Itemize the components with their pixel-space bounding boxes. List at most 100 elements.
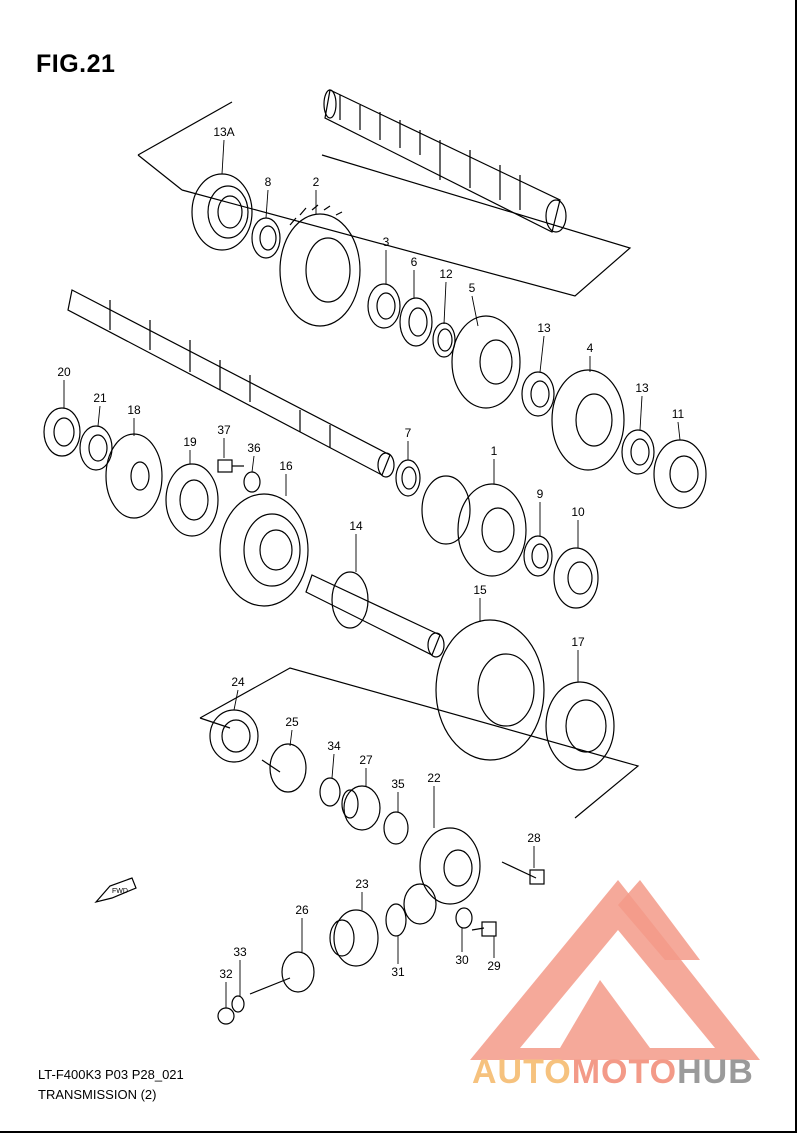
part-callout-3: 3 xyxy=(383,235,390,249)
bushing-3 xyxy=(367,283,401,329)
watermark-logo xyxy=(470,880,760,1060)
part-callout-37: 37 xyxy=(217,423,231,437)
gear-4 xyxy=(551,369,625,471)
bearing-13a xyxy=(191,173,253,251)
plate-19 xyxy=(165,463,219,537)
countershaft xyxy=(323,89,567,233)
part-callout-30: 30 xyxy=(455,953,469,967)
figure-title: FIG.21 xyxy=(36,50,116,78)
part-callout-8: 8 xyxy=(265,175,272,189)
part-callout-24: 24 xyxy=(231,675,245,689)
part-callout-13a: 13A xyxy=(213,125,234,139)
gear-5 xyxy=(451,315,521,409)
part-callout-33: 33 xyxy=(233,945,247,959)
part-callout-19: 19 xyxy=(183,435,197,449)
bearing-17 xyxy=(545,681,615,771)
bushing-27 xyxy=(341,785,381,831)
o-ring-31 xyxy=(385,903,407,937)
washer-13-a xyxy=(521,371,555,417)
circlip-12 xyxy=(432,322,456,358)
bolt-37 xyxy=(217,459,244,473)
part-callout-4: 4 xyxy=(587,341,594,355)
washer-36 xyxy=(243,471,261,493)
diagram-title: TRANSMISSION (2) xyxy=(38,1087,157,1102)
part-callout-17: 17 xyxy=(571,635,585,649)
callout-leader xyxy=(289,729,293,747)
callout-leader xyxy=(97,405,101,427)
washer-9 xyxy=(523,535,553,577)
part-callout-25: 25 xyxy=(285,715,299,729)
part-callout-31: 31 xyxy=(391,965,405,979)
part-callout-6: 6 xyxy=(411,255,418,269)
callout-leader xyxy=(639,395,643,431)
shaft-14 xyxy=(305,571,445,658)
washer-13-b xyxy=(621,429,655,475)
part-callout-15: 15 xyxy=(473,583,487,597)
part-callout-35: 35 xyxy=(391,777,405,791)
washer-33 xyxy=(231,995,245,1013)
lock-washer-6 xyxy=(399,297,433,347)
washer-7 xyxy=(395,459,421,497)
part-callout-2: 2 xyxy=(313,175,320,189)
bearing-11 xyxy=(653,439,707,509)
part-callout-26: 26 xyxy=(295,903,309,917)
gear-26 xyxy=(249,951,315,995)
callout-leader xyxy=(471,295,479,327)
part-callout-7: 7 xyxy=(405,426,412,440)
circlip-32 xyxy=(217,1007,235,1025)
bolt-29 xyxy=(471,921,497,937)
gear-25 xyxy=(261,743,307,793)
part-callout-32: 32 xyxy=(219,967,233,981)
part-callout-12: 12 xyxy=(439,267,453,281)
part-callout-18: 18 xyxy=(127,403,141,417)
driveshaft xyxy=(67,289,395,478)
callout-leader xyxy=(677,421,681,441)
gear-18 xyxy=(105,433,163,519)
bushing-23 xyxy=(329,909,379,967)
part-callout-22: 22 xyxy=(427,771,441,785)
washer-21 xyxy=(79,425,113,471)
washer-30 xyxy=(455,907,473,929)
part-callout-10: 10 xyxy=(571,505,585,519)
part-callout-20: 20 xyxy=(57,365,71,379)
part-callout-13: 13 xyxy=(635,381,649,395)
callout-leader xyxy=(443,281,447,325)
part-callout-36: 36 xyxy=(247,441,261,455)
part-callout-9: 9 xyxy=(537,487,544,501)
bushing-31b xyxy=(403,883,437,925)
group-outline-top xyxy=(137,101,632,297)
part-callout-29: 29 xyxy=(487,959,501,973)
watermark-text: AUTOMOTOHUB xyxy=(472,1053,754,1092)
part-callout-34: 34 xyxy=(327,739,341,753)
gear-2 xyxy=(279,204,361,327)
watermark-part3: HUB xyxy=(677,1053,754,1091)
callout-leader xyxy=(539,335,545,373)
bolt-28 xyxy=(501,861,545,885)
part-callout-27: 27 xyxy=(359,753,373,767)
gasket-24 xyxy=(209,709,259,763)
forward-arrow-icon xyxy=(94,877,137,904)
watermark-part1: AUTO xyxy=(472,1053,572,1091)
callout-leader xyxy=(251,455,255,473)
housing-22 xyxy=(419,827,481,905)
washer-8 xyxy=(251,217,281,259)
part-callout-1: 1 xyxy=(491,444,498,458)
gear-1 xyxy=(421,475,527,577)
part-callout-13: 13 xyxy=(537,321,551,335)
part-callout-23: 23 xyxy=(355,877,369,891)
part-callout-28: 28 xyxy=(527,831,541,845)
gear-15 xyxy=(435,619,545,761)
bearing-10 xyxy=(553,547,599,609)
part-callout-11: 11 xyxy=(672,407,685,421)
o-ring-35 xyxy=(383,811,409,845)
part-callout-5: 5 xyxy=(469,281,476,295)
bearing-16 xyxy=(219,493,309,607)
callout-leader xyxy=(265,189,269,219)
watermark-part2: MOTO xyxy=(571,1053,678,1091)
part-callout-14: 14 xyxy=(349,519,363,533)
forward-arrow-label: FWD xyxy=(112,888,128,895)
